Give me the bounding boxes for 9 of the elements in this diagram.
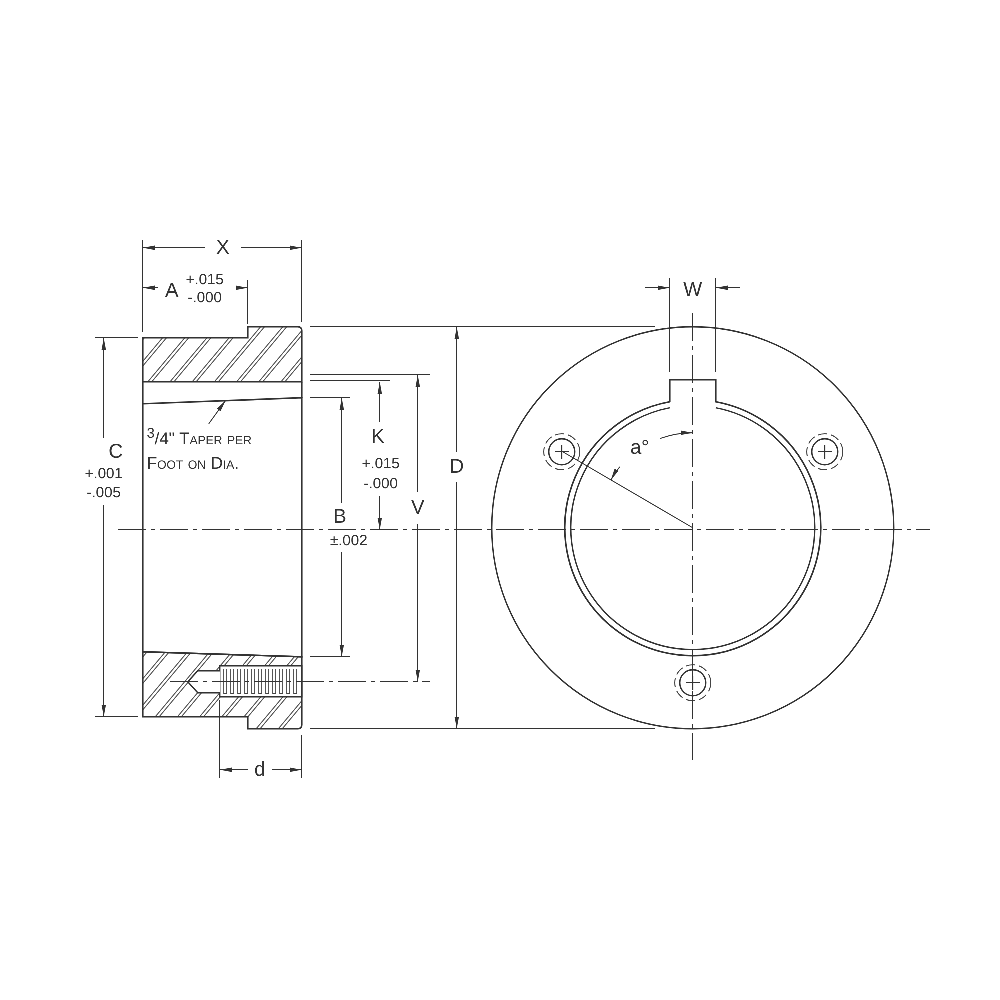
tolerance-label: -.005 [86, 486, 122, 500]
tolerance-label: +.001 [84, 466, 124, 482]
leader-line [208, 400, 226, 424]
tolerance-label: ±.002 [329, 534, 369, 548]
tolerance-label: -.000 [362, 476, 400, 492]
tolerance-label: +.015 [361, 456, 401, 472]
tolerance-label: +.015 [185, 272, 225, 288]
tapered-bore [142, 397, 303, 659]
tolerance-label: -.000 [186, 290, 224, 306]
